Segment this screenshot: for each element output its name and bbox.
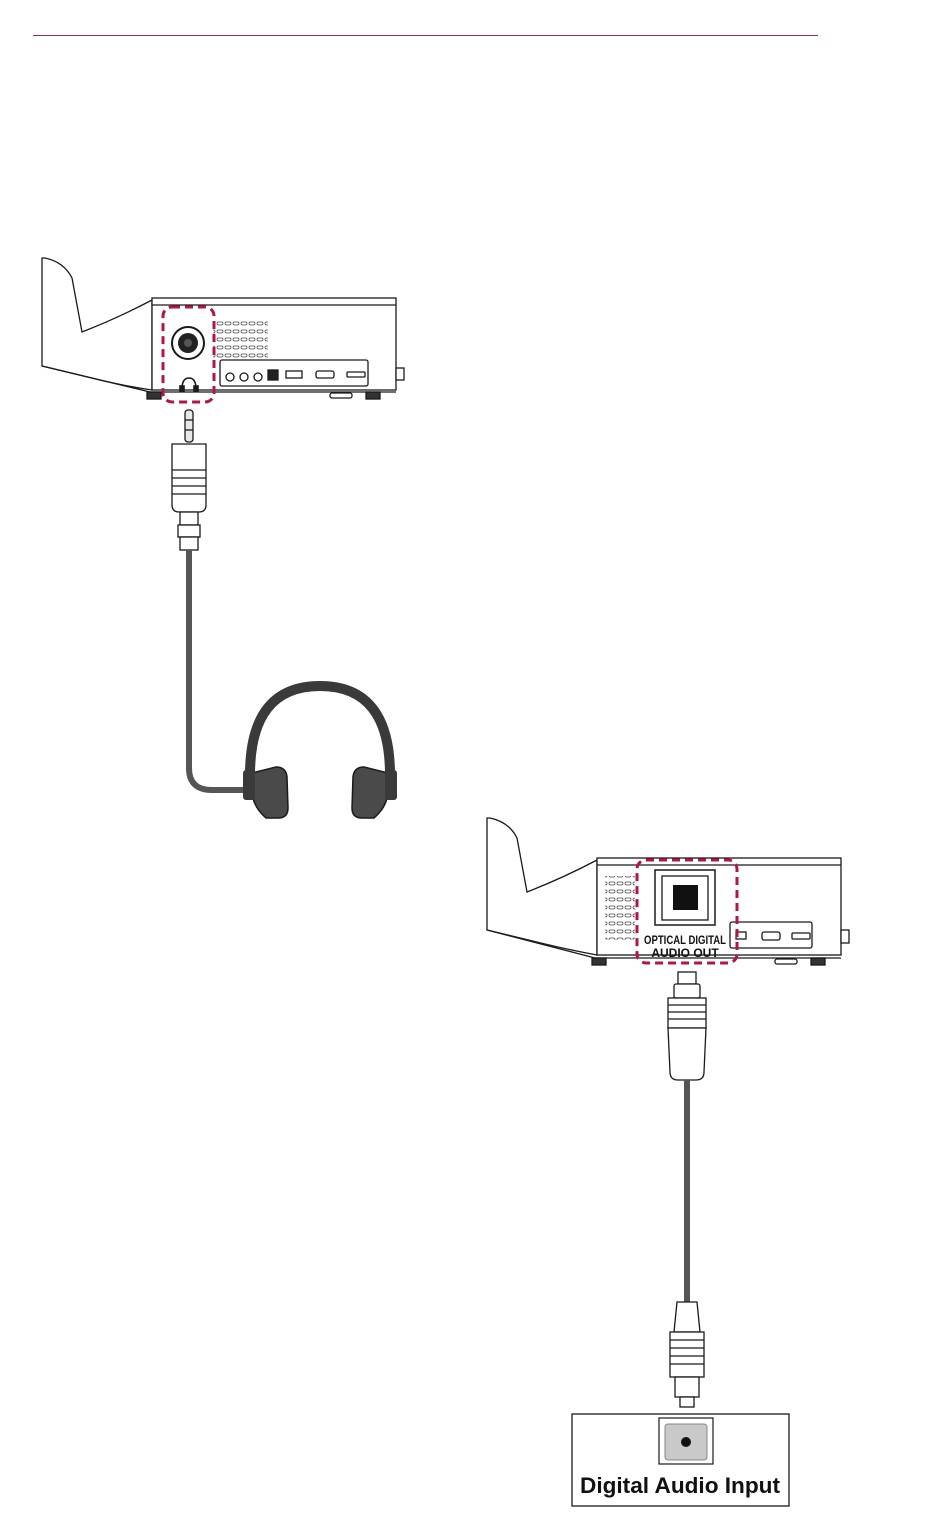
optical-label-line1: OPTICAL DIGITAL [644, 933, 726, 947]
headphones-icon [243, 686, 397, 818]
headphone-cable [189, 550, 255, 790]
headphone-jack-plug [172, 410, 206, 550]
projector-top [42, 258, 404, 399]
optical-port-icon [655, 870, 715, 925]
optical-plug-top [668, 972, 706, 1080]
optical-label-line2: AUDIO OUT [651, 946, 719, 960]
digital-audio-input-label: Digital Audio Input [580, 1473, 781, 1498]
optical-plug-bottom [670, 1302, 704, 1407]
